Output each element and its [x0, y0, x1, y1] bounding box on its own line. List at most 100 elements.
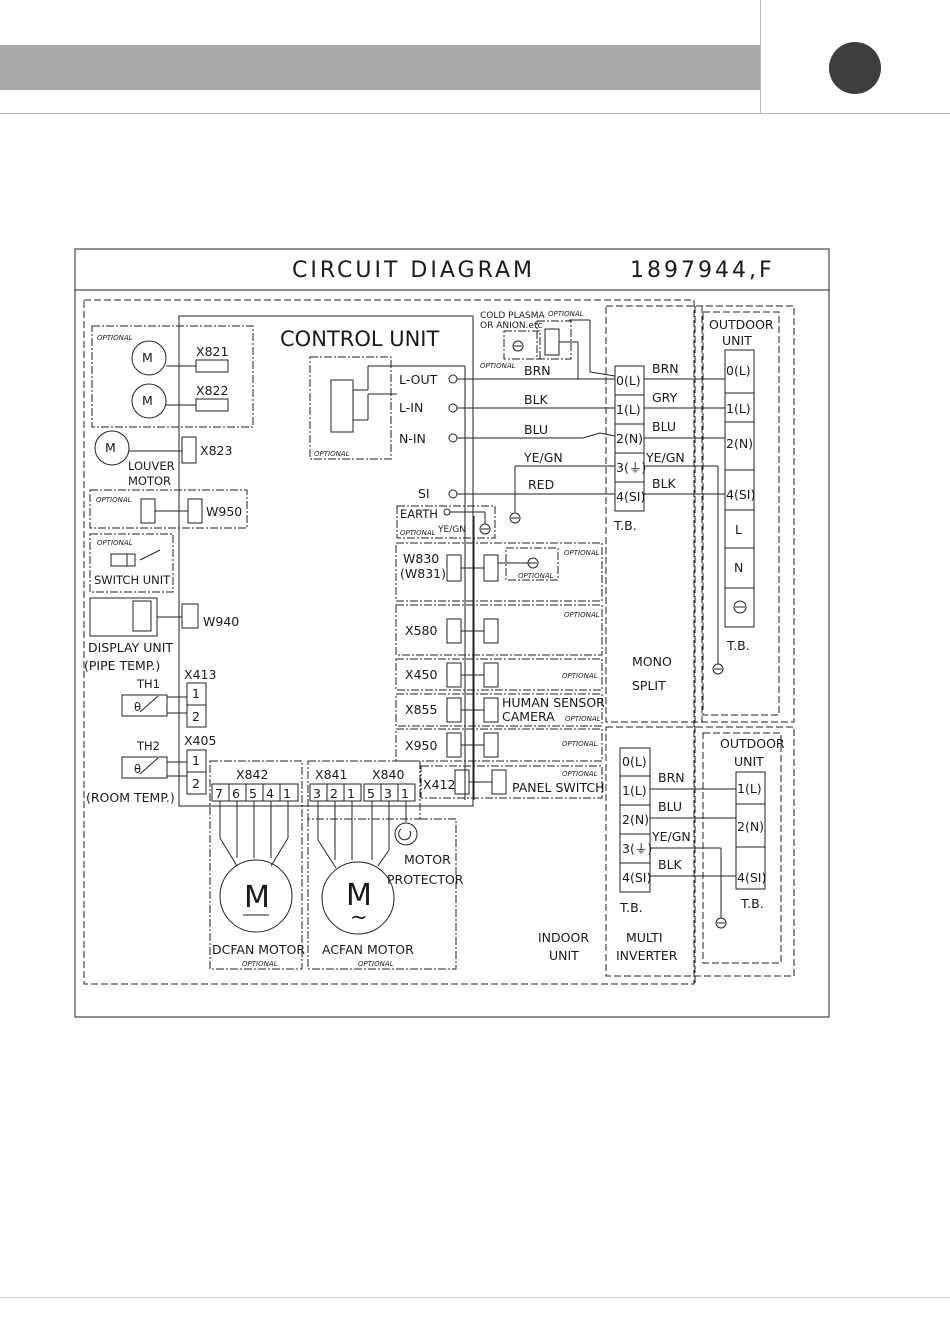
optional-tag: OPTIONAL [96, 496, 132, 504]
cold-plasma-label: COLD PLASMA [480, 311, 545, 321]
header-rule [0, 113, 950, 114]
ac-symbol: ~ [350, 905, 368, 929]
theta-symbol: θ [134, 700, 141, 714]
terminal [448, 489, 458, 499]
protector-label: PROTECTOR [387, 872, 464, 887]
multi-inverter-boundary [605, 726, 795, 977]
x950-plug [483, 732, 499, 758]
x840-label: X840 [372, 767, 404, 782]
tb-label: 2(N) [616, 431, 643, 446]
tb-label: 4(SI) [726, 487, 755, 502]
tb-label: 4(SI) [616, 489, 645, 504]
ground-icon [527, 557, 539, 569]
x412-label: X412 [423, 777, 455, 792]
pin-label: 1 [192, 753, 200, 768]
svg-text:M: M [142, 350, 153, 365]
outdoor-unit-boundary [702, 732, 782, 964]
earth-box [396, 505, 496, 539]
louver-motor-icon: M [131, 340, 167, 376]
ground-icon [712, 663, 724, 675]
terminal [443, 508, 451, 516]
acfan-motor-box [307, 818, 457, 970]
x450-group [395, 658, 603, 691]
display-unit-connector [132, 600, 152, 632]
x580-connector [446, 618, 462, 644]
optional-tag: OPTIONAL [480, 362, 516, 370]
optional-tag: OPTIONAL [242, 960, 278, 968]
pin-label: 3 [313, 786, 321, 801]
pin-label: 2 [192, 709, 200, 724]
n-in-label: N-IN [399, 431, 426, 446]
optional-tag: OPTIONAL [314, 450, 350, 458]
wire-ye-gn: YE/GN [651, 829, 691, 844]
tb-label: 0(L) [726, 363, 751, 378]
si-label: SI [418, 486, 430, 501]
optional-tag: OPTIONAL [565, 715, 601, 723]
outdoor-unit-boundary [702, 311, 780, 716]
louver-motor-icon: M [131, 383, 167, 419]
wire-ye-gn: YE/GN [645, 450, 685, 465]
x450-label: X450 [405, 667, 437, 682]
pin-label: 1 [283, 786, 291, 801]
w940-label: W940 [203, 614, 239, 629]
x450-connector [446, 662, 462, 688]
tb-label: 4(SI) [737, 870, 766, 885]
wire [317, 839, 337, 869]
louver-motor-label-2: MOTOR [128, 474, 171, 488]
optional-tag: OPTIONAL [400, 529, 436, 537]
x822-connector [195, 398, 229, 412]
outdoor-terminal-block [724, 349, 755, 628]
wire [589, 371, 616, 377]
relay-box [309, 356, 392, 460]
th2-label: TH2 [136, 739, 160, 753]
x842-pins: 7 6 5 4 1 [215, 786, 291, 801]
header-divider [760, 0, 761, 113]
optional-tag: OPTIONAL [518, 572, 554, 580]
earth-label: EARTH [400, 507, 438, 521]
pin-label: 1 [401, 786, 409, 801]
cold-plasma-box [503, 330, 541, 360]
wire-blk: BLK [524, 392, 549, 407]
wire [270, 837, 289, 867]
terminal [448, 374, 458, 384]
tb-label: 0(L) [622, 754, 647, 769]
x413-label: X413 [184, 667, 216, 682]
x821-label: X821 [196, 344, 228, 359]
diagram-title: CIRCUIT DIAGRAM [292, 258, 535, 283]
switch-unit-box [89, 533, 174, 593]
ground-icon [479, 523, 491, 535]
motor-symbol: M [244, 880, 270, 915]
optional-tag: OPTIONAL [97, 334, 133, 342]
x950-group [395, 728, 603, 762]
switch-unit-label: SWITCH UNIT [94, 573, 171, 587]
camera-label: CAMERA [502, 709, 555, 724]
pin-label: 4 [266, 786, 274, 801]
dcfan-motor-box [209, 760, 303, 970]
theta-symbol: θ [134, 762, 141, 776]
wire-gry: GRY [652, 390, 678, 405]
tb-label: 2(N) [726, 436, 753, 451]
x841-label: X841 [315, 767, 347, 782]
dcfan-motor-icon: M [219, 859, 293, 933]
split-label: SPLIT [632, 678, 666, 693]
terminal [448, 433, 458, 443]
acfan-motor-box [307, 760, 421, 820]
tb-label: 1(L) [726, 401, 751, 416]
wire-red: RED [528, 477, 554, 492]
optional-tag: OPTIONAL [562, 672, 598, 680]
wire-blk: BLK [652, 476, 677, 491]
mono-label: MONO [632, 654, 672, 669]
optional-tag: OPTIONAL [562, 770, 598, 778]
tb-label: N [734, 560, 743, 575]
optional-w950-group [89, 489, 248, 529]
cold-plasma-optional [536, 320, 572, 360]
header-bar [0, 45, 760, 90]
terminal [448, 403, 458, 413]
tb-label: 1(L) [622, 783, 647, 798]
relay-switch [330, 379, 354, 433]
x450-plug [483, 662, 499, 688]
w830-plug [483, 554, 499, 582]
w830-optional [505, 547, 559, 581]
wire [377, 849, 390, 867]
